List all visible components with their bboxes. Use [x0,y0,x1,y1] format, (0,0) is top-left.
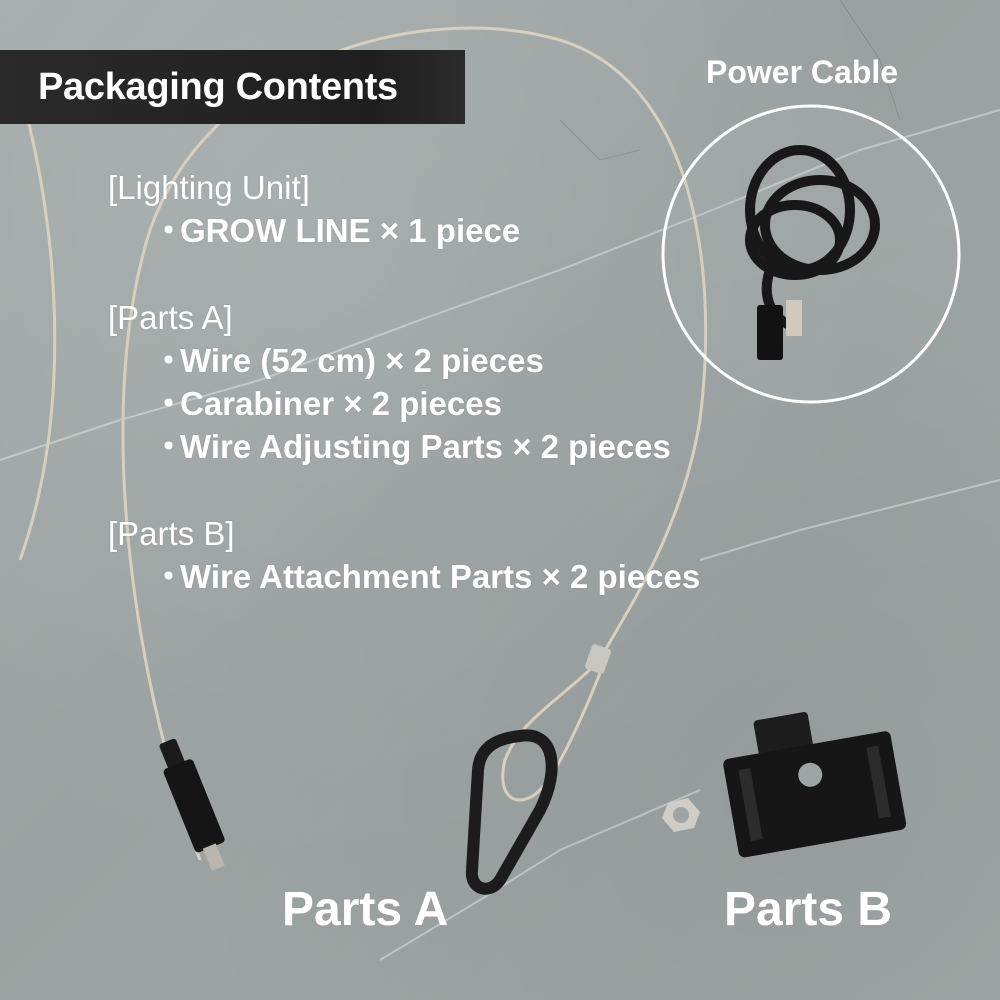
section-lighting-unit: [Lighting Unit] ・GROW LINE × 1 piece [108,166,700,252]
wire-adjuster-icon [159,738,225,871]
parts-b-label: Parts B [724,883,893,936]
list-item: ・GROW LINE × 1 piece [108,209,700,252]
list-item: ・Wire (52 cm) × 2 pieces [108,339,700,382]
list-item: ・Wire Adjusting Parts × 2 pieces [108,425,700,468]
bullet-icon: ・ [152,212,185,249]
page-title: Packaging Contents [38,65,398,108]
contents-list: [Lighting Unit] ・GROW LINE × 1 piece [Pa… [108,166,700,642]
ferrule-icon [585,644,611,674]
list-item: ・Carabiner × 2 pieces [108,382,700,425]
bullet-icon: ・ [152,428,185,465]
power-cable-frame [661,104,961,404]
bullet-icon: ・ [152,385,185,422]
parts-a-label: Parts A [282,883,449,936]
bullet-icon: ・ [152,558,185,595]
list-item: ・Wire Attachment Parts × 2 pieces [108,555,700,598]
section-heading: [Parts B] [108,515,235,552]
section-parts-a: [Parts A] ・Wire (52 cm) × 2 pieces ・Cara… [108,296,700,468]
bullet-icon: ・ [152,342,185,379]
wire-attachment-plate-icon [723,712,907,858]
section-heading: [Lighting Unit] [108,169,310,206]
power-cable-icon [745,145,880,330]
power-plug-icon [757,305,783,360]
section-heading: [Parts A] [108,299,233,336]
carabiner-icon [465,729,558,895]
wire-icon [18,26,708,861]
title-banner: Packaging Contents [0,50,465,124]
power-cable-label: Power Cable [706,54,899,90]
hex-nut-icon [662,798,700,832]
section-parts-b: [Parts B] ・Wire Attachment Parts × 2 pie… [108,512,700,598]
